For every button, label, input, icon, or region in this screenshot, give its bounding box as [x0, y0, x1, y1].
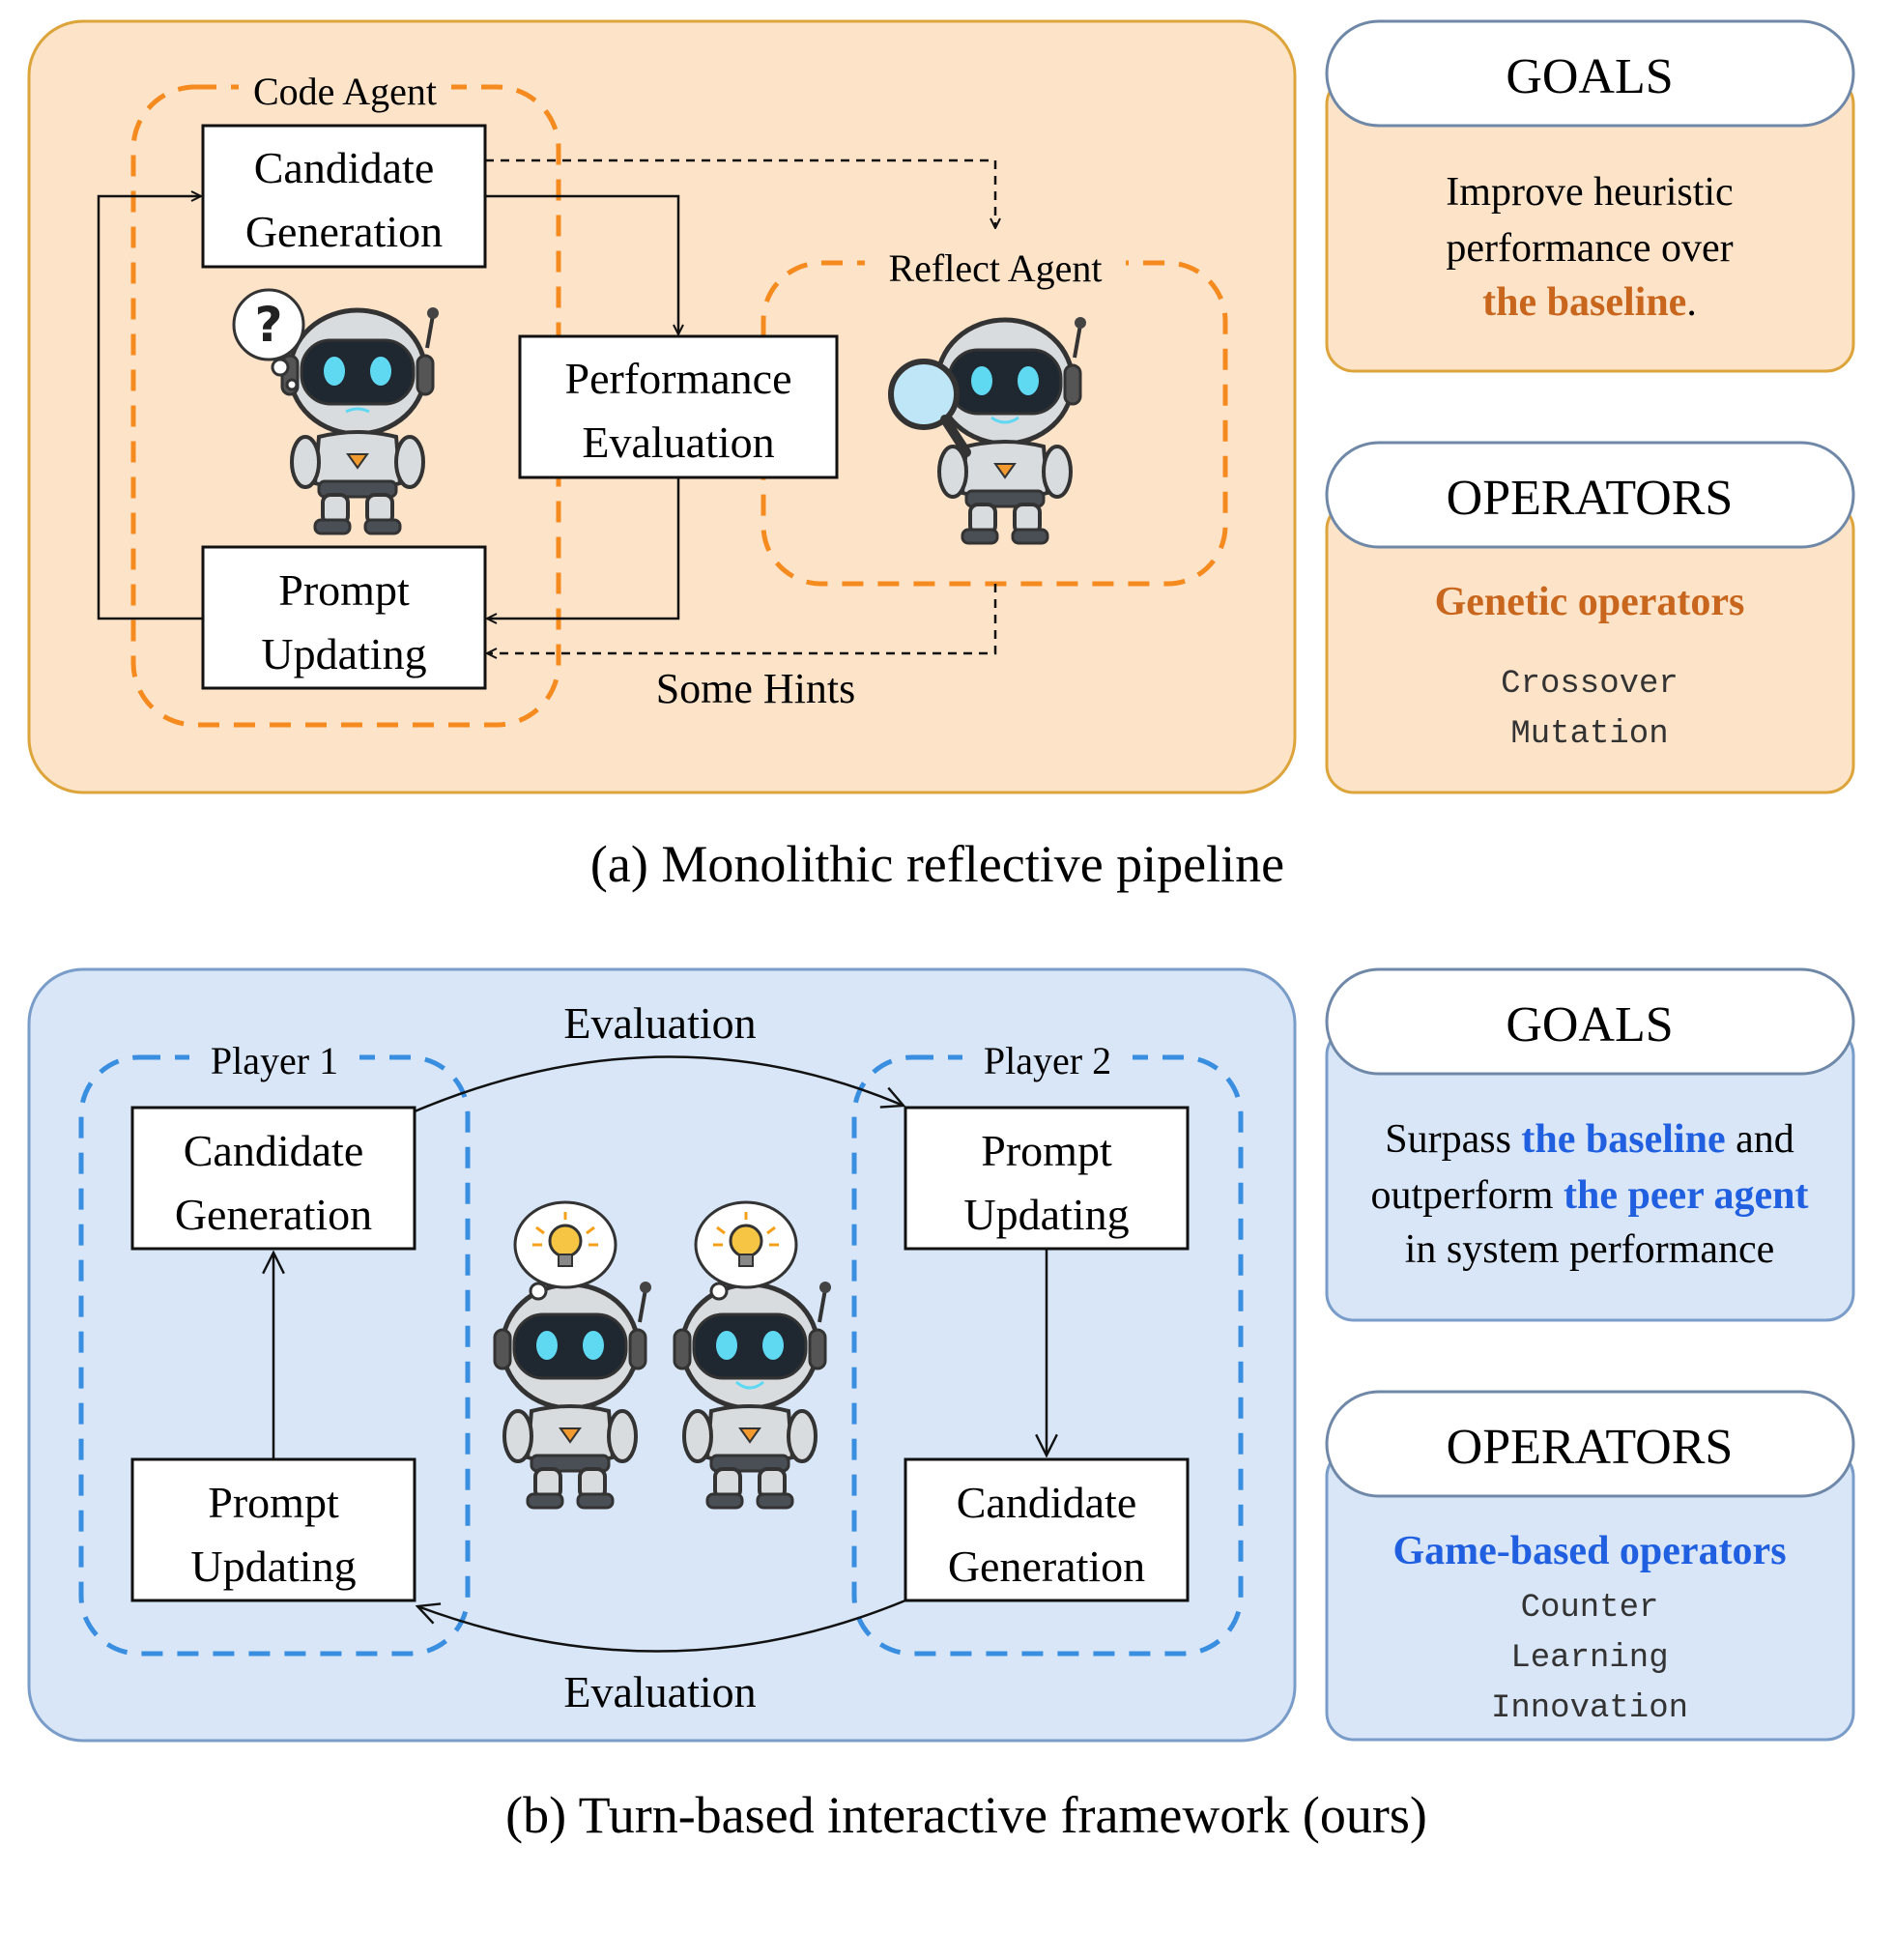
performance-evaluation-text: Evaluation	[582, 418, 774, 467]
caption-a: (a) Monolithic reflective pipeline	[590, 835, 1284, 893]
performance-evaluation-box	[518, 334, 839, 479]
game-based-operators-heading: Game-based operators	[1392, 1529, 1786, 1573]
candidate-generation-text: Candidate	[254, 143, 435, 192]
svg-text:?: ?	[254, 297, 282, 353]
player-2-label: Player 2	[984, 1039, 1111, 1082]
p1-candidate-generation-text: Candidate	[184, 1126, 364, 1175]
goals-b-line-1: Surpass the baseline and	[1385, 1117, 1794, 1162]
p2-prompt-updating-text: Updating	[963, 1190, 1129, 1239]
p2-prompt-updating-text: Prompt	[981, 1126, 1112, 1175]
arrow-prompt-to-candidate	[97, 196, 203, 620]
evaluation-label-bottom: Evaluation	[563, 1667, 756, 1716]
operator-counter: Counter	[1521, 1590, 1659, 1627]
p2-candidate-generation-box	[904, 1457, 1190, 1602]
thinking-robot	[282, 307, 439, 533]
p1-candidate-generation-text: Generation	[175, 1190, 372, 1239]
reflect-agent-label: Reflect Agent	[888, 246, 1102, 290]
arrow-evaluation-top	[414, 1055, 904, 1113]
dashed-arrow-hints-to-prompt	[487, 584, 997, 653]
operators-card-b: OPERATORS Game-based operators Counter L…	[1325, 1390, 1855, 1742]
magnifier-icon	[888, 359, 971, 457]
genetic-operators-heading: Genetic operators	[1435, 580, 1745, 624]
goals-title-a: GOALS	[1506, 49, 1673, 104]
goals-line-2: performance over	[1446, 226, 1733, 271]
robot-player-2	[674, 1282, 831, 1508]
question-bubble-icon: ?	[232, 288, 305, 391]
caption-b: (b) Turn-based interactive framework (ou…	[505, 1786, 1427, 1844]
candidate-generation-text: Generation	[245, 207, 443, 256]
some-hints-label: Some Hints	[656, 665, 856, 712]
p2-candidate-generation-text: Generation	[948, 1542, 1145, 1591]
operator-innovation: Innovation	[1491, 1690, 1688, 1727]
goals-line-3: the baseline.	[1482, 280, 1697, 325]
arrow-candidate-to-evaluation	[485, 194, 678, 334]
evaluation-label-top: Evaluation	[563, 998, 756, 1048]
p1-prompt-updating-text: Updating	[190, 1542, 356, 1591]
operators-title-a: OPERATORS	[1447, 471, 1734, 526]
goals-line-1: Improve heuristic	[1446, 170, 1733, 215]
p2-candidate-generation-text: Candidate	[957, 1478, 1137, 1527]
prompt-updating-text: Prompt	[278, 565, 410, 615]
goals-b-line-2: outperform the peer agent	[1371, 1173, 1809, 1218]
goals-title-b: GOALS	[1506, 997, 1673, 1052]
p1-prompt-updating-box	[130, 1457, 416, 1602]
p2-prompt-updating-box	[904, 1106, 1190, 1251]
p1-prompt-updating-text: Prompt	[208, 1478, 339, 1527]
arrow-evaluation-to-prompt	[487, 477, 680, 619]
goals-b-line-3: in system performance	[1405, 1227, 1775, 1272]
operator-crossover: Crossover	[1501, 666, 1679, 703]
performance-evaluation-text: Performance	[565, 354, 792, 403]
operator-learning: Learning	[1510, 1640, 1668, 1677]
candidate-generation-box	[201, 124, 487, 269]
goals-card-a: GOALS Improve heuristic performance over…	[1325, 19, 1855, 373]
reflect-robot	[930, 317, 1086, 543]
panel-b-background	[27, 967, 1297, 1743]
operators-card-a: OPERATORS Genetic operators Crossover Mu…	[1325, 441, 1855, 794]
arrow-evaluation-bottom	[417, 1599, 906, 1653]
p1-candidate-generation-box	[130, 1106, 416, 1251]
code-agent-label: Code Agent	[253, 70, 437, 113]
player-1-label: Player 1	[211, 1039, 338, 1082]
operators-title-b: OPERATORS	[1447, 1420, 1734, 1475]
dashed-arrow-to-reflect-agent	[485, 159, 995, 228]
goals-card-b: GOALS Surpass the baseline and outperfor…	[1325, 967, 1855, 1322]
operator-mutation: Mutation	[1510, 716, 1668, 753]
prompt-updating-text: Updating	[261, 629, 426, 678]
